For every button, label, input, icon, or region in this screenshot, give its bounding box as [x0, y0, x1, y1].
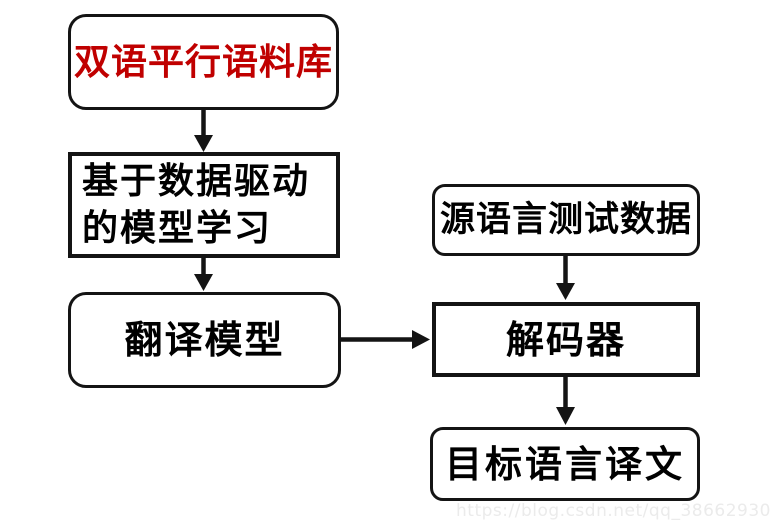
watermark-text: https://blog.csdn.net/qq_38662930	[456, 501, 771, 521]
arrow-model-to-decoder-icon	[341, 330, 430, 349]
arrow-training-to-model-icon	[194, 258, 213, 291]
node-label: 翻译模型	[124, 317, 285, 363]
node-target-language-translation: 目标语言译文	[430, 427, 700, 501]
node-translation-model: 翻译模型	[68, 292, 341, 388]
arrow-decoder-to-output-icon	[556, 377, 575, 425]
node-label-line1: 基于数据驱动	[82, 160, 311, 202]
node-label: 解码器	[505, 316, 626, 362]
node-decoder: 解码器	[432, 302, 700, 377]
node-label: 源语言测试数据	[439, 199, 692, 241]
node-label-line2: 的模型学习	[82, 207, 273, 249]
node-label: 双语平行语料库	[73, 40, 333, 83]
node-bilingual-parallel-corpus: 双语平行语料库	[68, 14, 339, 110]
node-source-language-test-data: 源语言测试数据	[432, 184, 700, 256]
arrow-testdata-to-decoder-icon	[556, 256, 575, 300]
arrow-corpus-to-training-icon	[194, 110, 213, 152]
node-data-driven-model-learning: 基于数据驱动 的模型学习	[68, 152, 340, 258]
node-label: 目标语言译文	[445, 441, 685, 486]
